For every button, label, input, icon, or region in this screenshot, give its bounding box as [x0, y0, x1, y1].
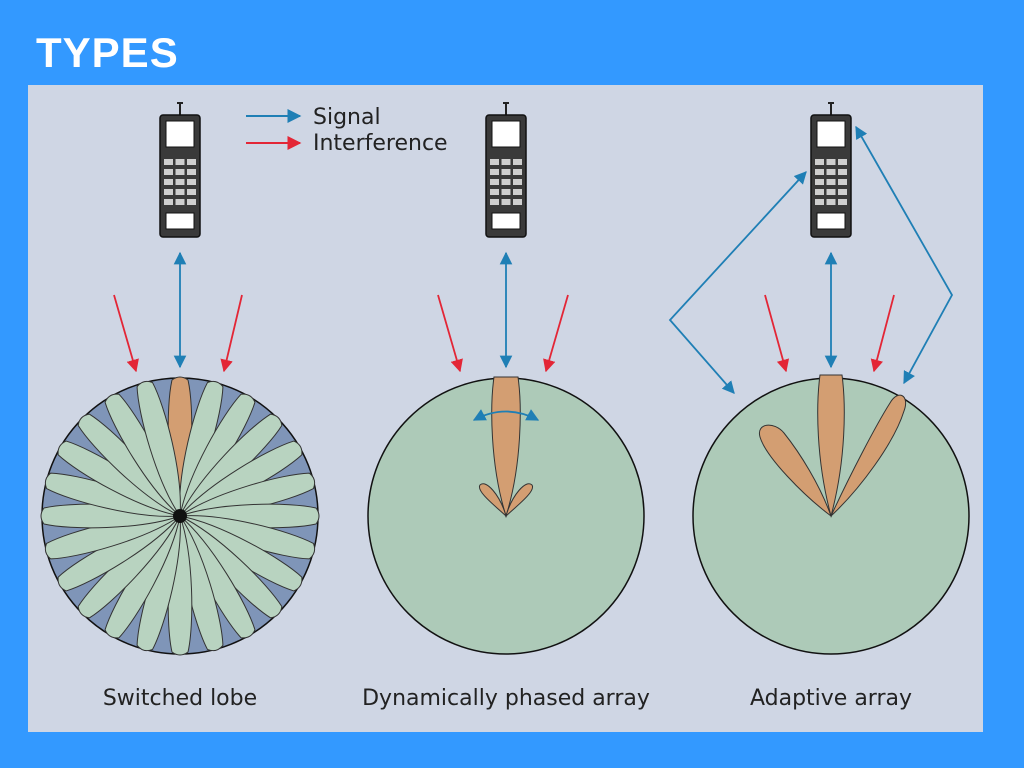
side-lobe-left [478, 483, 507, 518]
caption-switched-lobe: Switched lobe [103, 686, 257, 711]
multipath-beam-right [830, 394, 906, 517]
antenna-diagram: Signal Interference Switched lobe [40, 101, 970, 711]
switched-lobes [40, 376, 320, 656]
lobe [136, 380, 181, 518]
interference-arrow-left [113, 294, 139, 373]
multipath-signal-left [668, 171, 807, 394]
mobile-phone-icon [810, 101, 852, 238]
interference-arrow-left [764, 294, 790, 373]
slide-title: TYPES [36, 29, 179, 76]
signal-legend-label: Signal [313, 105, 381, 130]
caption-phased-array: Dynamically phased array [362, 686, 650, 711]
phased-array-diagram: Dynamically phased array [362, 101, 650, 711]
mobile-phone-icon [485, 101, 527, 238]
beam-steering-arrow [472, 409, 540, 421]
interference-legend-label: Interference [313, 131, 448, 156]
main-beam [817, 374, 845, 518]
side-lobe-right [505, 483, 534, 518]
interference-arrow-right [870, 294, 895, 373]
antenna-center [173, 509, 187, 523]
caption-adaptive-array: Adaptive array [750, 686, 912, 711]
legend: Signal Interference [246, 105, 448, 156]
figure-panel: Signal Interference Switched lobe [28, 85, 983, 732]
adaptive-array-diagram: Adaptive array [668, 101, 970, 711]
switched-lobe-diagram: Switched lobe [40, 101, 320, 711]
mobile-phone-icon [159, 101, 201, 238]
interference-arrow-left [437, 294, 463, 373]
interference-arrow-right [220, 294, 243, 373]
multipath-beam-left [758, 424, 833, 518]
interference-arrow-right [543, 294, 569, 373]
multipath-signal-right [855, 125, 954, 385]
